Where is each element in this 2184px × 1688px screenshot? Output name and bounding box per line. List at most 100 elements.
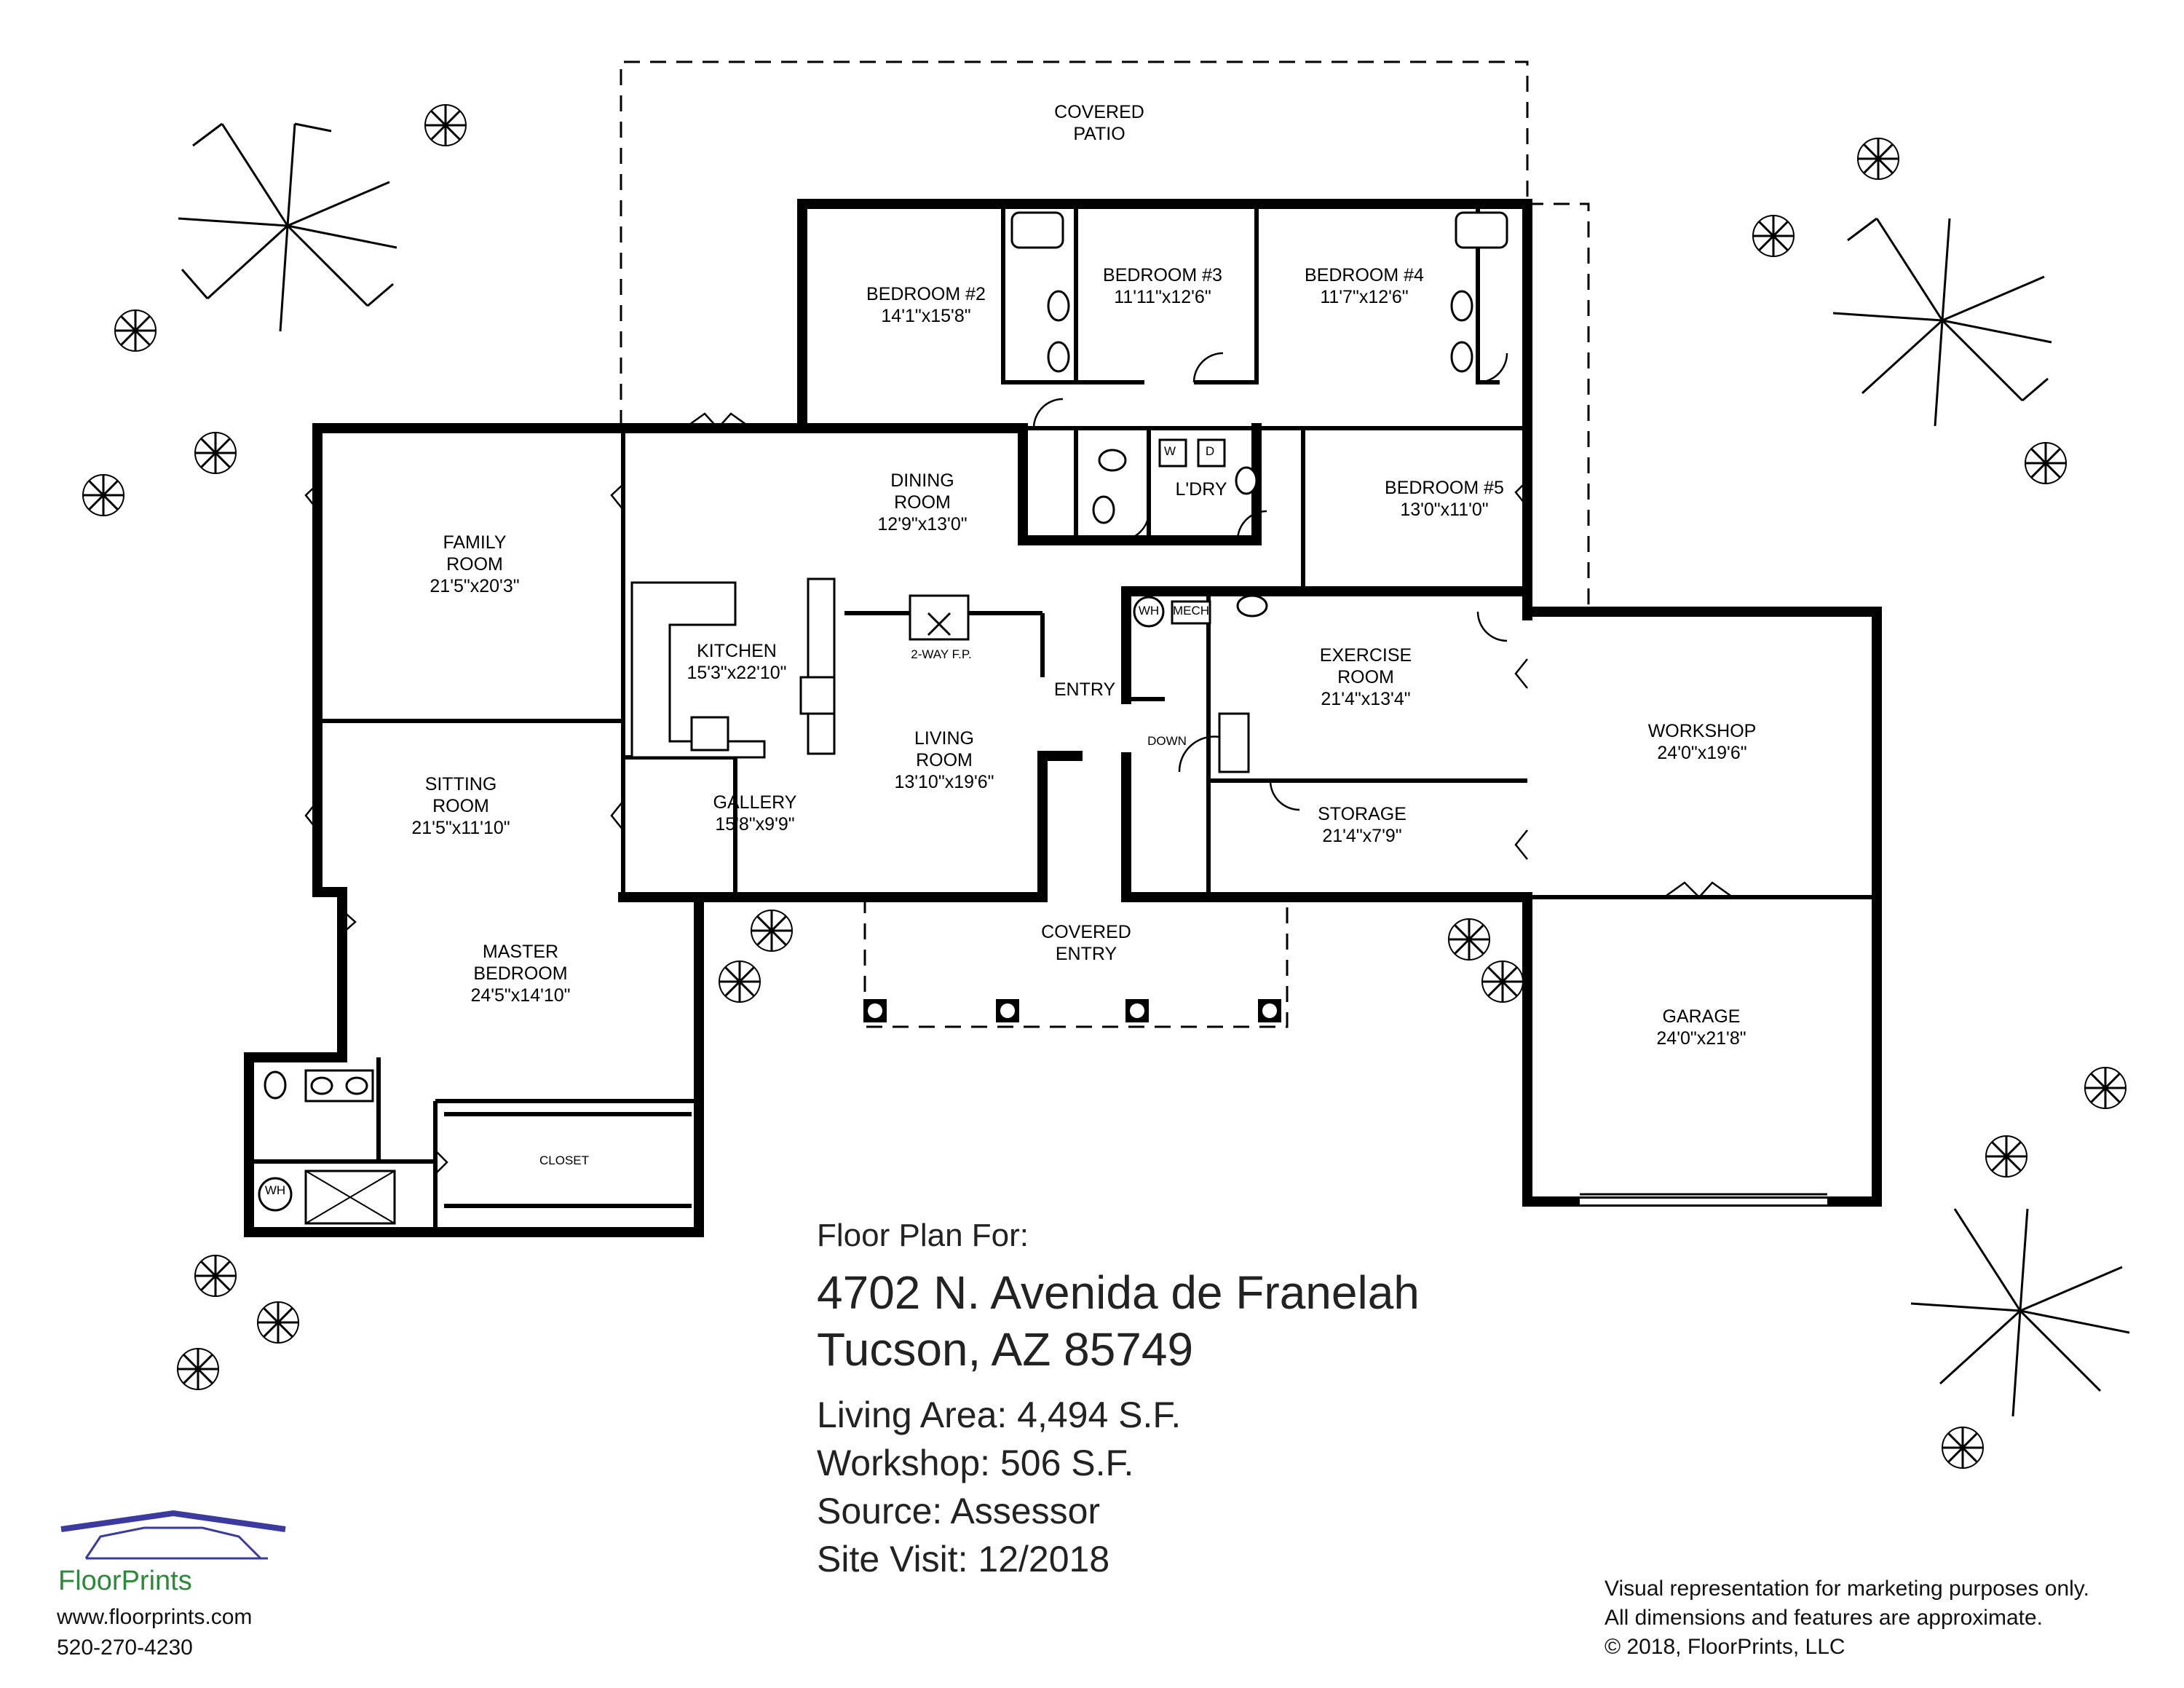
shrub-icon xyxy=(1857,138,1899,180)
fixture-label: W xyxy=(1164,444,1176,458)
covered-patio-outline xyxy=(620,60,1529,426)
fixture-label: DOWN xyxy=(1147,734,1187,748)
room-label: ROOM xyxy=(894,492,951,513)
room-label: 15'8"x9'9" xyxy=(715,814,794,835)
shrub-icon xyxy=(2025,442,2067,484)
source: Source: Assessor xyxy=(817,1491,1101,1531)
room-label: 13'0"x11'0" xyxy=(1400,500,1488,520)
room-label: 24'5"x14'10" xyxy=(470,985,570,1006)
room-label: BEDROOM #2 xyxy=(866,284,986,304)
room-label: COVERED xyxy=(1054,102,1144,122)
room-label: MASTER xyxy=(483,942,558,962)
shrub-icon xyxy=(2084,1067,2126,1109)
room-label: DINING xyxy=(890,470,954,491)
address-city: Tucson, AZ 85749 xyxy=(817,1323,1194,1376)
room-label: PATIO xyxy=(1073,124,1125,144)
room-label: 24'0"x21'8" xyxy=(1656,1028,1746,1049)
workshop-area: Workshop: 506 S.F. xyxy=(817,1443,1134,1483)
phone-number: 520-270-4230 xyxy=(57,1636,193,1660)
site-visit: Site Visit: 12/2018 xyxy=(817,1539,1110,1579)
fireplace xyxy=(909,594,970,641)
room-label: ROOM xyxy=(446,554,503,575)
fixture-label: MECH xyxy=(1173,604,1209,618)
disclaimer-line: All dimensions and features are approxim… xyxy=(1605,1606,2043,1630)
room-label: BEDROOM #3 xyxy=(1103,265,1222,285)
room-label: ROOM xyxy=(916,750,973,770)
room-label: 11'11"x12'6" xyxy=(1114,287,1211,307)
room-label: FAMILY xyxy=(443,532,506,553)
shrub-icon xyxy=(1942,1427,1984,1469)
room-label: ENTRY xyxy=(1054,679,1116,700)
disclaimer-line: Visual representation for marketing purp… xyxy=(1605,1577,2089,1601)
room-label: WORKSHOP xyxy=(1648,721,1757,741)
kitchen-appliance xyxy=(799,676,836,715)
room-label: ENTRY xyxy=(1056,944,1117,964)
contact-info: www.floorprints.com 520-270-4230 xyxy=(57,1602,252,1663)
room-label: 13'10"x19'6" xyxy=(894,772,994,792)
room-label: COVERED xyxy=(1041,922,1131,942)
kitchen-stove xyxy=(690,716,729,752)
room-label: BEDROOM xyxy=(473,963,567,984)
kitchen-counter xyxy=(630,581,766,759)
exterior-walls xyxy=(244,199,1882,1237)
covered-entry-outline xyxy=(863,897,1289,1028)
room-label: 21'5"x11'10" xyxy=(411,818,510,838)
room-label: SITTING xyxy=(425,774,497,794)
floorprints-logo-icon xyxy=(60,1510,286,1560)
living-area: Living Area: 4,494 S.F. xyxy=(817,1395,1182,1435)
shrub-icon xyxy=(751,910,793,952)
door-swings xyxy=(304,352,1733,1175)
room-label: 12'9"x13'0" xyxy=(877,514,967,535)
shrubs xyxy=(82,104,2126,1469)
room-label: ROOM xyxy=(432,796,489,816)
room-label: L'DRY xyxy=(1175,479,1227,500)
room-label: 14'1"x15'8" xyxy=(881,306,970,326)
fixture-label: 2-WAY F.P. xyxy=(911,647,971,661)
room-label: 15'3"x22'10" xyxy=(687,663,786,683)
tree-icon xyxy=(178,122,397,332)
patio-east-outline xyxy=(1527,202,1590,615)
tree-icon xyxy=(1832,217,2052,427)
tree-icon xyxy=(1910,1208,2130,1417)
room-label: LIVING xyxy=(914,728,974,749)
shrub-icon xyxy=(114,309,157,352)
room-label: 21'4"x13'4" xyxy=(1321,689,1410,709)
room-label: GALLERY xyxy=(713,792,797,813)
bathroom-fixtures xyxy=(258,211,1508,1225)
logo-name: FloorPrints xyxy=(58,1566,192,1596)
shrub-icon xyxy=(194,1255,237,1297)
room-label: GARAGE xyxy=(1663,1006,1741,1027)
room-label: 21'5"x20'3" xyxy=(430,576,519,596)
shrub-icon xyxy=(1481,961,1524,1003)
interior-walls xyxy=(249,204,1877,1232)
shrub-icon xyxy=(177,1348,219,1390)
stairs-down xyxy=(1218,712,1250,773)
room-label: 11'7"x12'6" xyxy=(1320,287,1408,307)
shrub-icon xyxy=(194,432,237,474)
shrub-icon xyxy=(719,961,761,1003)
fixture-label: WH xyxy=(1139,604,1159,618)
shrub-icon xyxy=(257,1301,299,1344)
room-label: EXERCISE xyxy=(1320,645,1412,666)
room-label: BEDROOM #5 xyxy=(1385,478,1504,498)
fixture-label: CLOSET xyxy=(539,1153,589,1167)
room-label: STORAGE xyxy=(1318,804,1406,824)
fixture-label: D xyxy=(1206,444,1214,458)
kitchen-island xyxy=(807,577,836,755)
copyright: © 2018, FloorPrints, LLC xyxy=(1605,1635,1845,1659)
shrub-icon xyxy=(1752,215,1795,257)
room-label: ROOM xyxy=(1337,667,1394,687)
website-link[interactable]: www.floorprints.com xyxy=(57,1605,253,1629)
address-street: 4702 N. Avenida de Franelah xyxy=(817,1266,1420,1319)
room-label: 24'0"x19'6" xyxy=(1657,743,1746,763)
property-info: Floor Plan For: 4702 N. Avenida de Frane… xyxy=(817,1218,1420,1583)
shrub-icon xyxy=(424,104,467,146)
fixture-label: WH xyxy=(265,1183,285,1197)
entry-columns xyxy=(863,999,1281,1022)
shrub-icon xyxy=(1985,1135,2027,1178)
room-label: KITCHEN xyxy=(697,641,777,661)
floor-plan-for: Floor Plan For: xyxy=(817,1218,1029,1253)
disclaimer: Visual representation for marketing purp… xyxy=(1605,1574,2089,1662)
